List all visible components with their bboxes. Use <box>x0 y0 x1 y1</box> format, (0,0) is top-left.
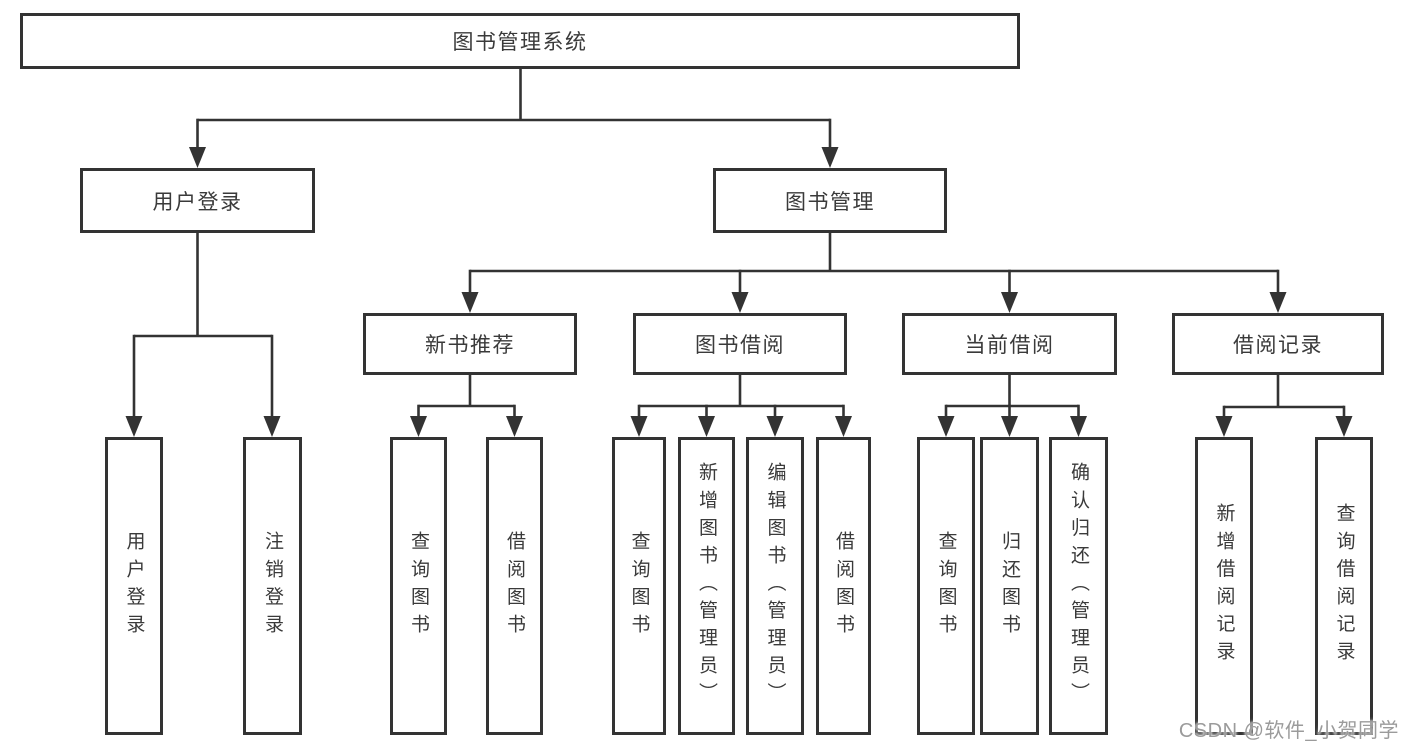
node-label: 借阅记录 <box>1233 334 1323 357</box>
leaf-borrow-books-recommend: 借阅图书 <box>486 437 543 735</box>
arrowhead <box>821 147 839 168</box>
leaf-label: 注销登录 <box>262 530 283 642</box>
leaf-label: 归还图书 <box>999 530 1020 642</box>
leaf-return-books: 归还图书 <box>980 437 1039 735</box>
leaf-label: 查询图书 <box>628 530 650 642</box>
node-user-login: 用户登录 <box>80 168 315 233</box>
leaf-query-books-current: 查询图书 <box>917 437 975 735</box>
leaf-label: 借阅图书 <box>504 530 525 642</box>
node-borrowing-records: 借阅记录 <box>1172 313 1384 375</box>
node-label: 当前借阅 <box>964 334 1055 357</box>
leaf-add-book-admin: 新增图书（管理员） <box>678 437 735 735</box>
node-label: 图书管理 <box>785 190 875 214</box>
node-label: 图书借阅 <box>695 334 785 357</box>
leaf-edit-book-admin: 编辑图书（管理员） <box>746 437 804 735</box>
node-book-borrowing: 图书借阅 <box>633 313 847 375</box>
arrowhead <box>506 416 523 437</box>
leaf-confirm-return-admin: 确认归还（管理员） <box>1049 437 1108 735</box>
node-label: 新书推荐 <box>425 334 515 357</box>
leaf-label: 查询图书 <box>935 530 957 642</box>
node-book-management: 图书管理 <box>713 168 947 233</box>
arrowhead <box>731 292 749 313</box>
leaf-label: 用户登录 <box>123 530 145 642</box>
leaf-label: 编辑图书（管理员） <box>764 462 786 710</box>
node-current-borrowing: 当前借阅 <box>902 313 1117 375</box>
arrowhead <box>766 416 784 437</box>
leaf-add-borrow-record: 新增借阅记录 <box>1195 437 1253 735</box>
leaf-label: 新增借阅记录 <box>1213 503 1235 669</box>
arrowhead <box>630 416 648 437</box>
arrowhead <box>1269 292 1287 313</box>
leaf-borrow-books: 借阅图书 <box>816 437 871 735</box>
arrowhead <box>698 416 715 437</box>
arrowhead <box>263 416 281 437</box>
arrowhead <box>937 416 955 437</box>
csdn-watermark: CSDN @软件_小贺同学 <box>1178 720 1399 742</box>
arrowhead <box>1335 416 1353 437</box>
leaf-query-books-recommend: 查询图书 <box>390 437 447 735</box>
arrowhead <box>835 416 852 437</box>
node-library-system: 图书管理系统 <box>20 13 1020 69</box>
arrowhead <box>125 416 143 437</box>
leaf-user-login: 用户登录 <box>105 437 163 735</box>
node-new-book-recommendation: 新书推荐 <box>363 313 577 375</box>
arrowhead <box>461 292 479 313</box>
leaf-query-borrow-record: 查询借阅记录 <box>1315 437 1373 735</box>
leaf-label: 确认归还（管理员） <box>1068 462 1089 710</box>
node-label: 用户登录 <box>152 190 243 214</box>
leaf-label: 借阅图书 <box>833 530 854 642</box>
leaf-label: 查询借阅记录 <box>1333 503 1355 669</box>
arrowhead <box>1001 292 1018 313</box>
leaf-logout: 注销登录 <box>243 437 302 735</box>
arrowhead <box>1215 416 1233 437</box>
arrowhead <box>410 416 427 437</box>
leaf-label: 查询图书 <box>408 530 429 642</box>
node-label: 图书管理系统 <box>452 31 588 54</box>
leaf-label: 新增图书（管理员） <box>696 462 717 710</box>
arrowhead <box>189 147 206 168</box>
leaf-query-books-borrowing: 查询图书 <box>612 437 666 735</box>
arrowhead <box>1070 416 1087 437</box>
arrowhead <box>1001 416 1018 437</box>
